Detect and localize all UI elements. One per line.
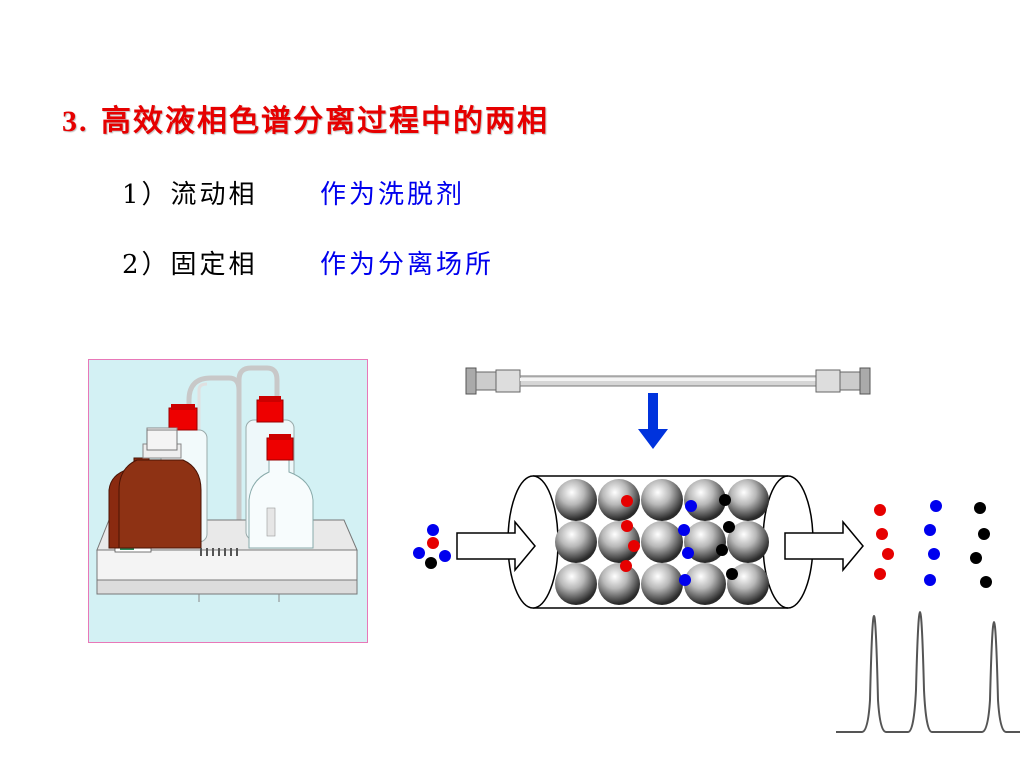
slide-title: 3. 高效液相色谱分离过程中的两相 [62, 96, 549, 140]
item-stationary-phase: 2）固定相 作为分离场所 [122, 244, 491, 281]
solvent-bottles-illustration [96, 365, 358, 602]
item-description: 作为分离场所 [320, 250, 495, 280]
chromatogram-icon [836, 610, 1020, 733]
item-description: 作为洗脱剂 [320, 180, 466, 210]
hplc-column-illustration [465, 367, 871, 395]
title-number: 3. [62, 105, 89, 138]
packed-column-diagram [413, 475, 864, 609]
down-arrow-icon [638, 393, 668, 449]
item-label: 2）固定相 [122, 250, 258, 280]
item-mobile-phase: 1）流动相 作为洗脱剂 [122, 174, 462, 211]
stationary-phase-particles [555, 479, 769, 605]
inflow-arrow-icon [456, 519, 536, 573]
item-label: 1）流动相 [122, 180, 258, 210]
analyte-dots [620, 494, 738, 586]
separated-components [874, 500, 992, 588]
outflow-arrow-icon [784, 519, 864, 573]
solvent-bottles-image [88, 359, 368, 643]
title-text: 高效液相色谱分离过程中的两相 [100, 104, 549, 139]
